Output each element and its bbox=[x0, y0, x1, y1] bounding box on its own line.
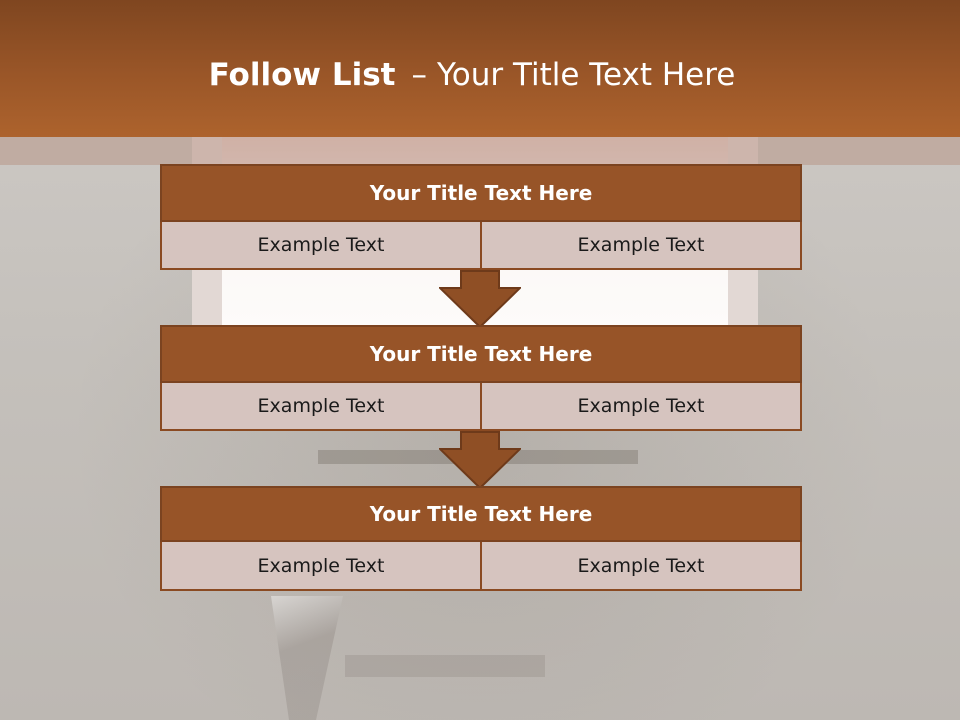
down-arrow-icon bbox=[439, 270, 521, 328]
slide-title-rest: Your Title Text Here bbox=[436, 57, 736, 93]
step-row: Example Text Example Text bbox=[160, 222, 802, 270]
step-row: Example Text Example Text bbox=[160, 542, 802, 591]
step-cell-left: Example Text bbox=[160, 542, 482, 591]
slide-title-separator: – bbox=[411, 57, 427, 93]
slide-title-bold: Follow List bbox=[208, 57, 396, 93]
step-title: Your Title Text Here bbox=[160, 164, 802, 222]
slide-title: Follow List–Your Title Text Here bbox=[0, 55, 944, 95]
step-box-2: Your Title Text Here Example Text Exampl… bbox=[160, 325, 802, 431]
step-row: Example Text Example Text bbox=[160, 383, 802, 431]
step-title: Your Title Text Here bbox=[160, 325, 802, 383]
header-band bbox=[0, 0, 960, 137]
step-cell-right: Example Text bbox=[482, 542, 802, 591]
step-title: Your Title Text Here bbox=[160, 486, 802, 542]
step-cell-right: Example Text bbox=[482, 222, 802, 270]
background-floor-beam bbox=[345, 655, 545, 677]
header-shadow-band bbox=[0, 137, 960, 165]
step-cell-left: Example Text bbox=[160, 383, 482, 431]
step-cell-left: Example Text bbox=[160, 222, 482, 270]
down-arrow-icon bbox=[439, 431, 521, 489]
step-cell-right: Example Text bbox=[482, 383, 802, 431]
step-box-3: Your Title Text Here Example Text Exampl… bbox=[160, 486, 802, 591]
step-box-1: Your Title Text Here Example Text Exampl… bbox=[160, 164, 802, 270]
